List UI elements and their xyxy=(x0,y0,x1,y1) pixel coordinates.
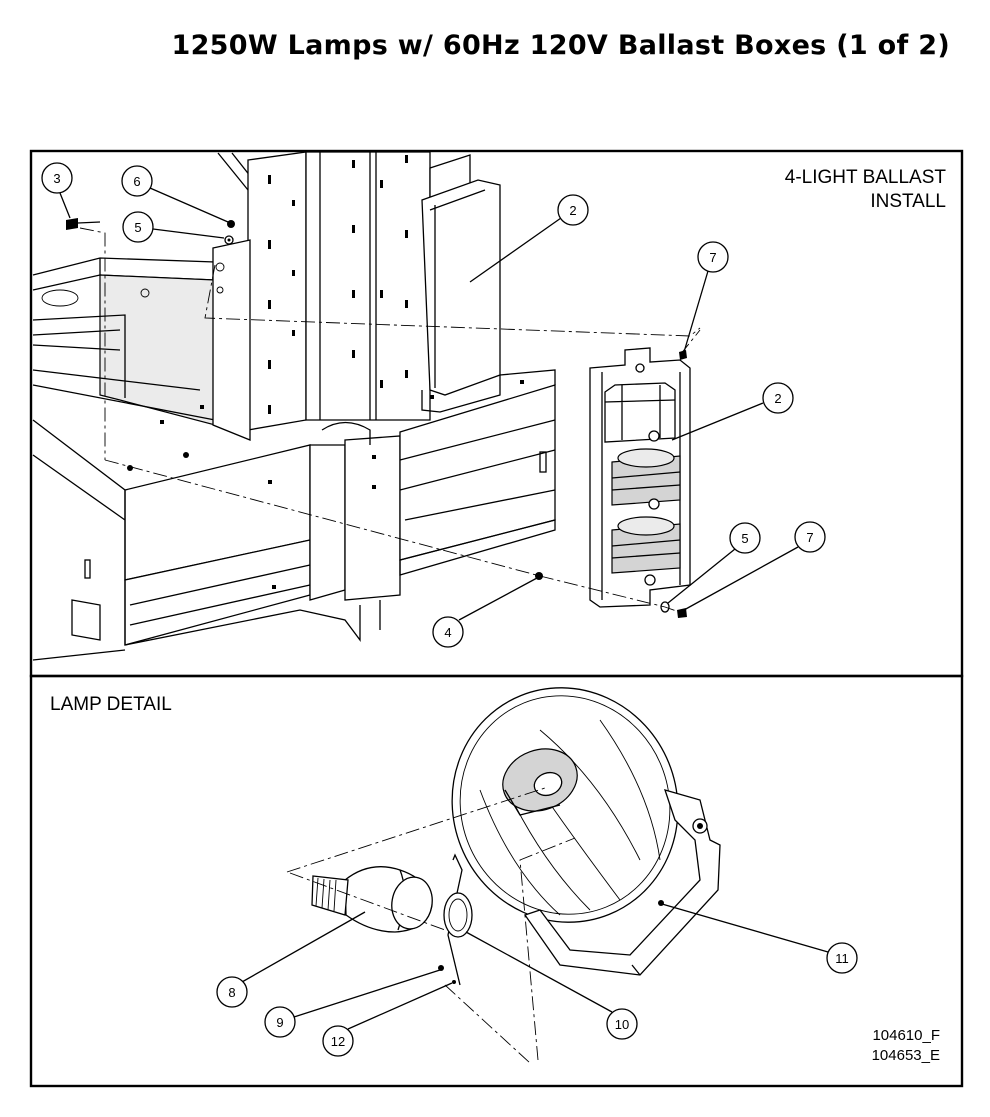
callout-3: 3 xyxy=(53,171,60,186)
lamp-panel-frame xyxy=(29,674,964,1088)
doc-number-2: 104653_E xyxy=(872,1047,940,1064)
assembly-centerlines-lamp xyxy=(286,786,576,1064)
lamp-reflector-drawing xyxy=(451,687,721,976)
page-title: 1250W Lamps w/ 60Hz 120V Ballast Boxes (… xyxy=(171,30,950,61)
callout-7-right: 7 xyxy=(806,530,813,545)
callout-12: 12 xyxy=(331,1034,345,1049)
lamp-spring-clip-drawing xyxy=(438,853,473,986)
callout-2-right: 2 xyxy=(774,391,781,406)
lamp-bulb-drawing xyxy=(311,866,433,933)
callout-8: 8 xyxy=(228,985,235,1000)
callout-7-upper: 7 xyxy=(709,250,716,265)
callout-4: 4 xyxy=(444,625,451,640)
callouts: 3 6 5 2 7 2 5 7 4 11 xyxy=(41,162,858,1057)
callout-10: 10 xyxy=(615,1017,629,1032)
ballast-panel-label-line1: 4-LIGHT BALLAST xyxy=(785,167,947,188)
ballast-plate-drawing xyxy=(589,347,691,608)
callout-5-right: 5 xyxy=(741,531,748,546)
lamp-panel-label: LAMP DETAIL xyxy=(50,694,172,715)
assembly-centerlines-top xyxy=(79,227,701,614)
callout-6: 6 xyxy=(133,174,140,189)
callout-9: 9 xyxy=(276,1015,283,1030)
frame-assembly-drawing xyxy=(32,151,556,661)
callout-2-upper: 2 xyxy=(569,203,576,218)
callout-5-top: 5 xyxy=(134,220,141,235)
callout-11: 11 xyxy=(835,951,849,966)
doc-number-1: 104610_F xyxy=(872,1027,940,1044)
ballast-panel-label-line2: INSTALL xyxy=(870,191,946,212)
